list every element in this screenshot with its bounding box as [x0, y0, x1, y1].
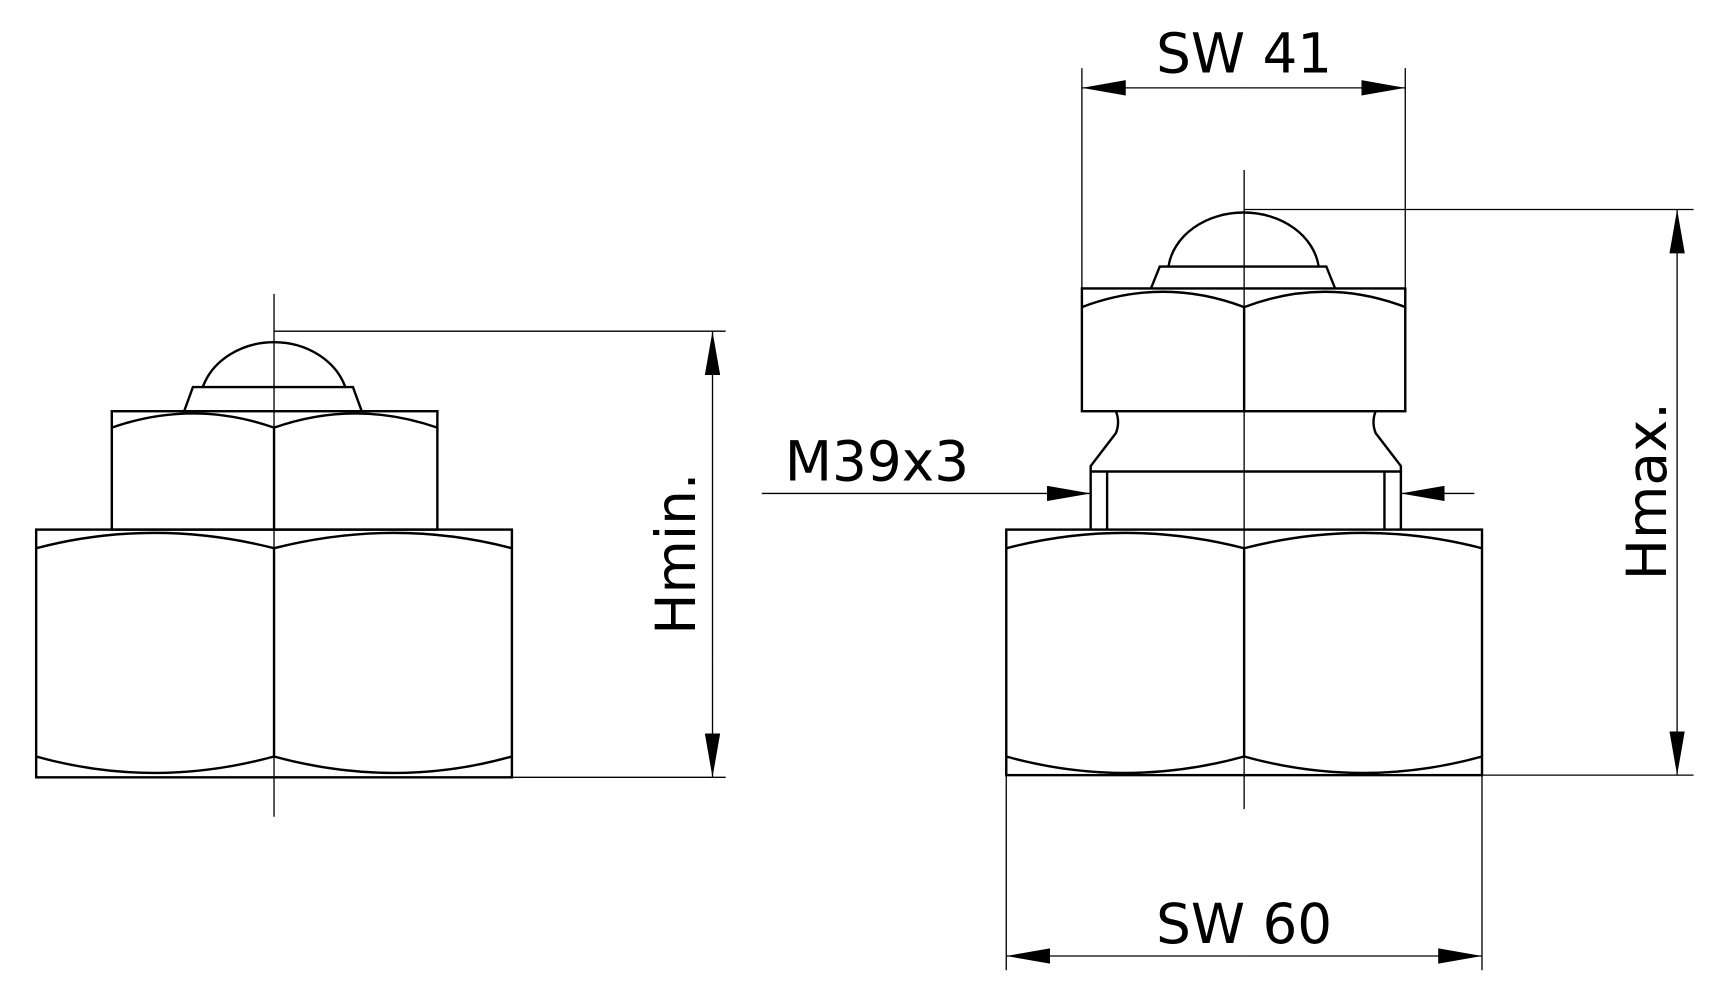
hmax-label: Hmax. [1615, 402, 1679, 580]
sw41-dimension: SW 41 [1081, 21, 1406, 289]
upper-hex-nut [1080, 287, 1407, 413]
right-view-max-height: SW 41 SW 60 M39x3 Hmax. [761, 21, 1694, 971]
base-hex-nut [34, 528, 514, 779]
base-hex-nut [1005, 528, 1484, 777]
sw41-label: SW 41 [1156, 21, 1332, 85]
thread-label: M39x3 [785, 429, 969, 493]
hmax-dimension: Hmax. [1244, 208, 1694, 776]
hmin-label: Hmin. [644, 473, 708, 635]
left-view-min-height: Hmin. [34, 293, 726, 817]
hmin-dimension: Hmin. [274, 330, 726, 778]
upper-hex-nut [110, 410, 439, 531]
threaded-spindle [1089, 410, 1403, 530]
thread-dimension: M39x3 [761, 429, 1475, 502]
ball-dome [1149, 211, 1337, 289]
sw60-dimension: SW 60 [1005, 775, 1483, 971]
sw60-label: SW 60 [1156, 892, 1332, 956]
ball-dome [183, 341, 363, 412]
